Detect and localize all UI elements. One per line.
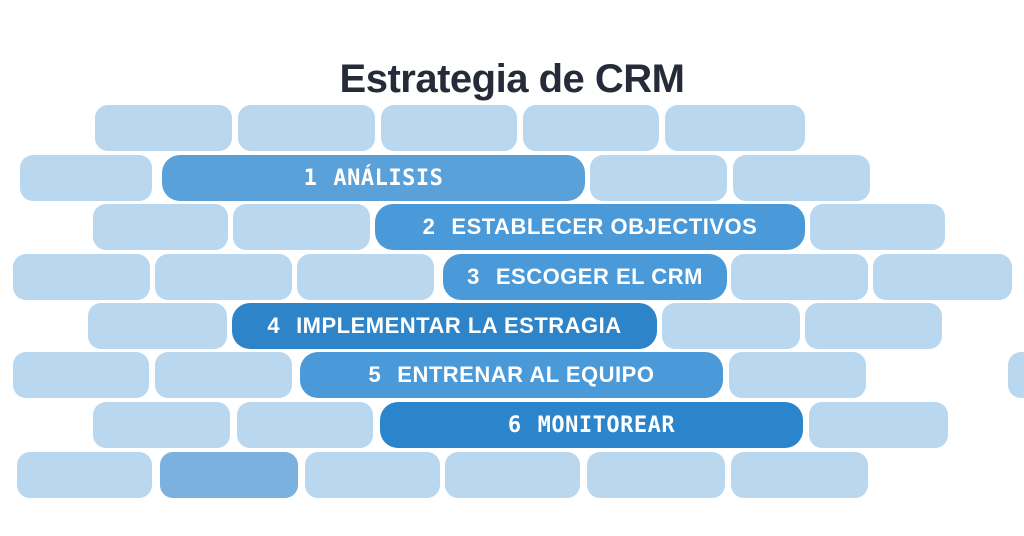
- step-brick-4: 4 IMPLEMENTAR LA ESTRAGIA: [232, 303, 657, 349]
- wall-brick: [665, 105, 805, 151]
- wall-brick: [88, 303, 227, 349]
- step-brick-6: 6 MONITOREAR: [380, 402, 803, 448]
- wall-brick: [590, 155, 727, 201]
- wall-brick: [20, 155, 152, 201]
- step-brick-1: 1 ANÁLISIS: [162, 155, 585, 201]
- step-brick-3: 3 ESCOGER EL CRM: [443, 254, 727, 300]
- step-number: 3: [467, 264, 480, 289]
- wall-brick: [731, 452, 868, 498]
- wall-brick: [238, 105, 375, 151]
- wall-brick: [381, 105, 517, 151]
- wall-brick: [729, 352, 866, 398]
- wall-brick: [297, 254, 434, 300]
- accent-brick: [160, 452, 298, 498]
- step-label: ANÁLISIS: [333, 165, 444, 191]
- wall-brick: [95, 105, 232, 151]
- wall-brick: [155, 352, 292, 398]
- wall-brick: [237, 402, 373, 448]
- wall-brick: [13, 254, 150, 300]
- step-number: 4: [267, 313, 281, 338]
- step-number: 2: [422, 214, 436, 239]
- wall-brick: [805, 303, 942, 349]
- wall-brick: [93, 402, 230, 448]
- wall-brick: [93, 204, 228, 250]
- wall-brick: [809, 402, 948, 448]
- step-brick-5: 5 ENTRENAR AL EQUIPO: [300, 352, 723, 398]
- wall-brick: [445, 452, 580, 498]
- wall-brick: [233, 204, 370, 250]
- wall-brick: [17, 452, 152, 498]
- wall-brick: [873, 254, 1012, 300]
- page-title: Estrategia de CRM: [339, 56, 685, 101]
- step-number: 6: [507, 412, 522, 438]
- step-label: MONITOREAR: [537, 412, 676, 438]
- wall-brick: [662, 303, 800, 349]
- step-number: 1: [303, 165, 318, 191]
- wall-brick: [155, 254, 292, 300]
- wall-brick: [13, 352, 149, 398]
- step-brick-2: 2 ESTABLECER OBJECTIVOS: [375, 204, 805, 250]
- step-label: IMPLEMENTAR LA ESTRAGIA: [296, 313, 622, 338]
- wall-brick: [731, 254, 868, 300]
- step-label: ESCOGER EL CRM: [495, 264, 703, 289]
- wall-brick: [1008, 352, 1024, 398]
- wall-brick: [523, 105, 659, 151]
- wall-brick: [305, 452, 440, 498]
- step-number: 5: [368, 362, 382, 387]
- step-label: ENTRENAR AL EQUIPO: [397, 362, 655, 387]
- wall-brick: [587, 452, 725, 498]
- step-label: ESTABLECER OBJECTIVOS: [451, 214, 758, 239]
- wall-brick: [810, 204, 945, 250]
- wall-brick: [733, 155, 870, 201]
